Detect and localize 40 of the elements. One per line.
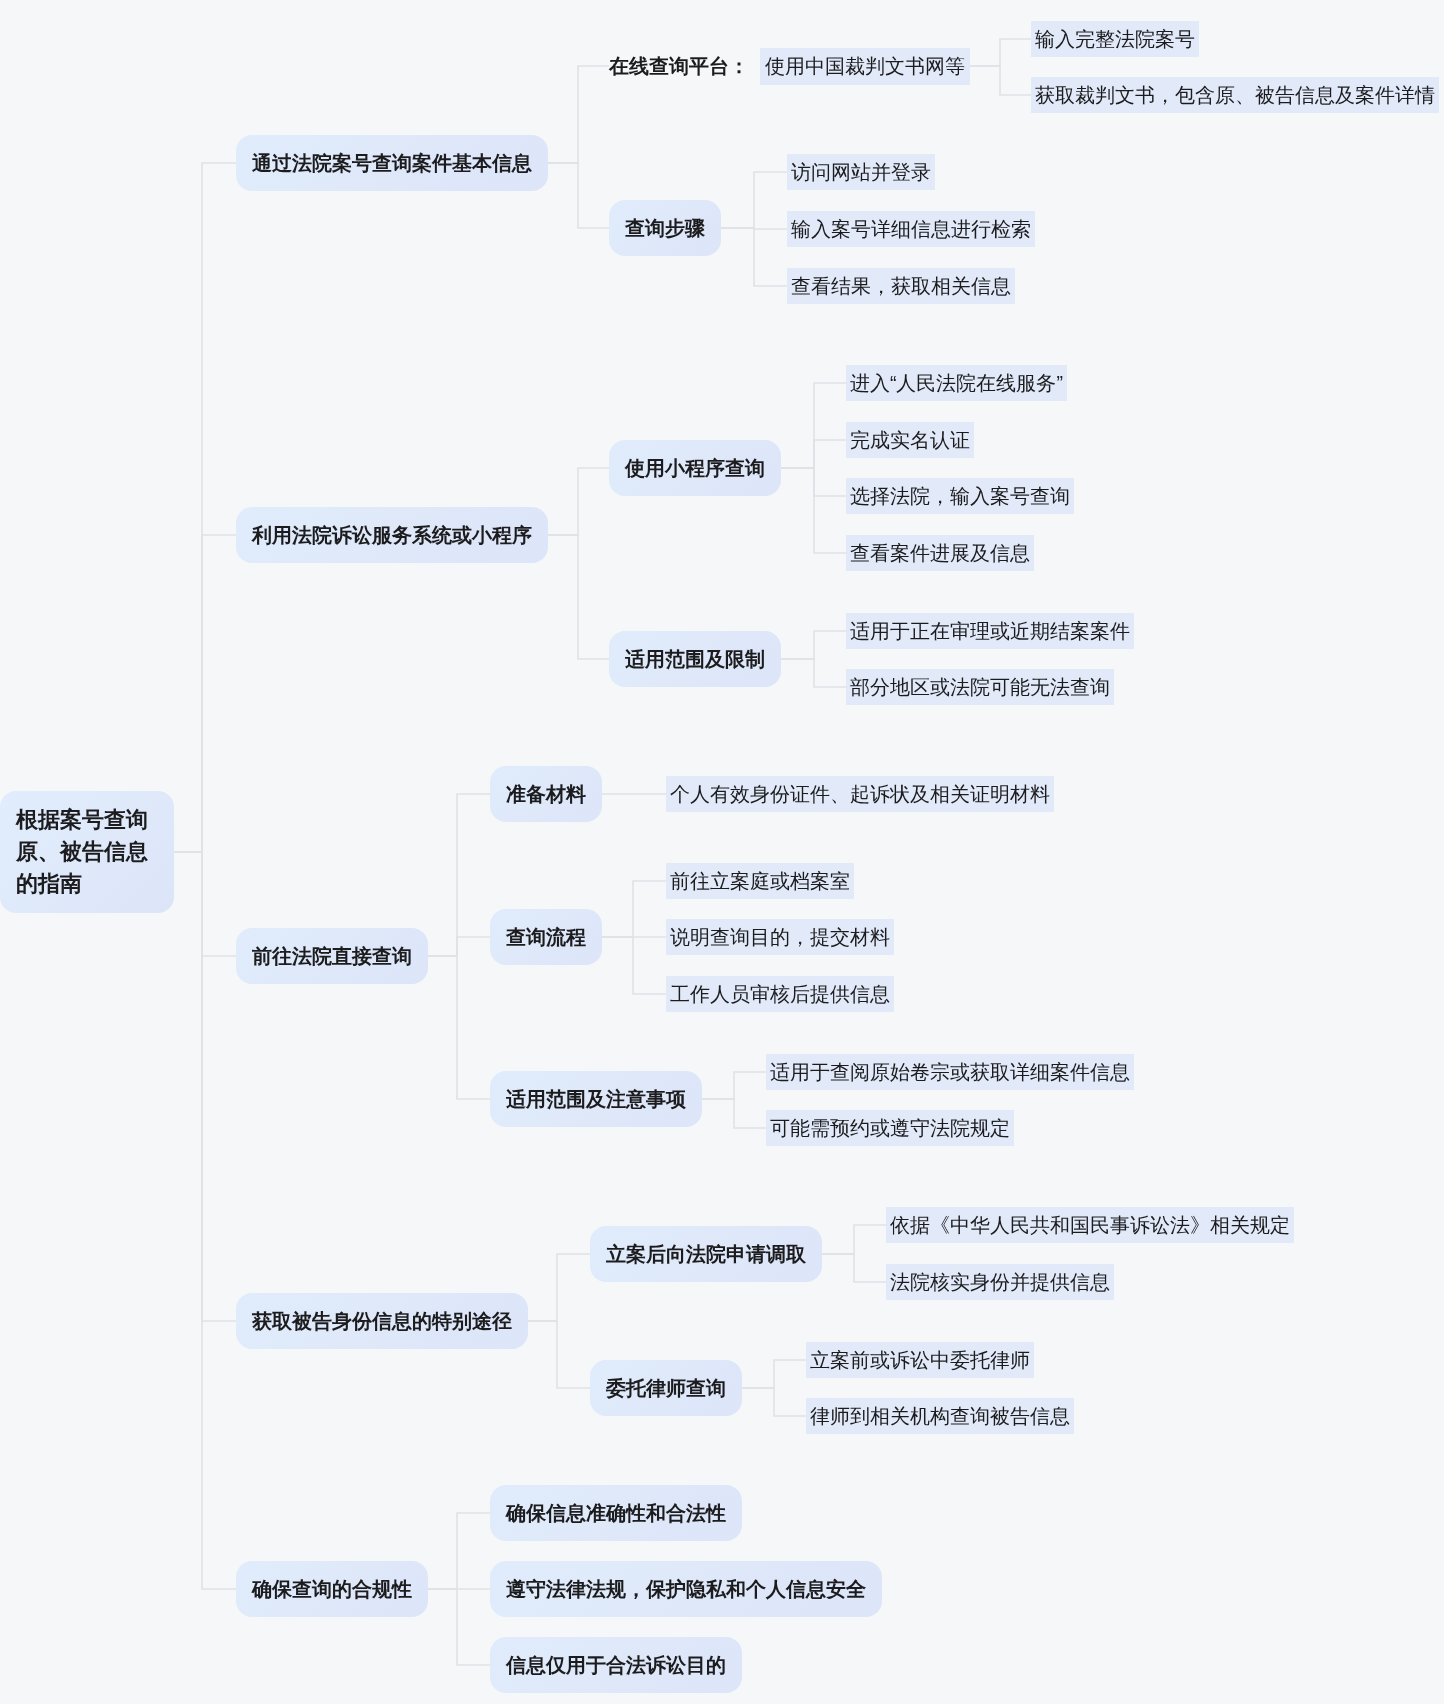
topic-box: 前往法院直接查询 (236, 928, 428, 984)
item-box: 工作人员审核后提供信息 (666, 976, 894, 1012)
topic-box: 立案后向法院申请调取 (590, 1226, 822, 1282)
topic-box: 准备材料 (490, 766, 602, 822)
topic-box: 适用范围及限制 (609, 631, 781, 687)
topic-box: 查询流程 (490, 909, 602, 965)
central-topic-box: 根据案号查询原、被告信息的指南 (0, 791, 174, 913)
item-box: 适用于正在审理或近期结案案件 (846, 613, 1134, 649)
topic-box: 通过法院案号查询案件基本信息 (236, 135, 548, 191)
item-box: 使用中国裁判文书网等 (760, 47, 970, 85)
item-box: 获取裁判文书，包含原、被告信息及案件详情 (1031, 77, 1439, 113)
item-box: 适用于查阅原始卷宗或获取详细案件信息 (766, 1054, 1134, 1090)
topic-box: 确保信息准确性和合法性 (490, 1485, 742, 1541)
topic-box: 利用法院诉讼服务系统或小程序 (236, 507, 548, 563)
topic-box: 获取被告身份信息的特别途径 (236, 1293, 528, 1349)
item-box: 立案前或诉讼中委托律师 (806, 1342, 1034, 1378)
topic-box: 遵守法律法规，保护隐私和个人信息安全 (490, 1561, 882, 1617)
item-box: 访问网站并登录 (787, 154, 935, 190)
item-box: 完成实名认证 (846, 422, 974, 458)
topic-box: 适用范围及注意事项 (490, 1071, 702, 1127)
item-box: 个人有效身份证件、起诉状及相关证明材料 (666, 776, 1054, 812)
item-box: 输入案号详细信息进行检索 (787, 211, 1035, 247)
topic-box: 信息仅用于合法诉讼目的 (490, 1637, 742, 1693)
topic-box: 查询步骤 (609, 200, 721, 256)
item-box: 输入完整法院案号 (1031, 21, 1199, 57)
item-box: 法院核实身份并提供信息 (886, 1264, 1114, 1300)
item-box: 前往立案庭或档案室 (666, 863, 854, 899)
item-box: 选择法院，输入案号查询 (846, 478, 1074, 514)
item-box: 律师到相关机构查询被告信息 (806, 1398, 1074, 1434)
item-box: 说明查询目的，提交材料 (666, 919, 894, 955)
item-box: 进入“人民法院在线服务” (846, 365, 1067, 401)
item-box: 查看案件进展及信息 (846, 535, 1034, 571)
topic-label: 在线查询平台： (609, 54, 749, 79)
item-box: 部分地区或法院可能无法查询 (846, 669, 1114, 705)
topic-box: 确保查询的合规性 (236, 1561, 428, 1617)
item-box: 可能需预约或遵守法院规定 (766, 1110, 1014, 1146)
topic-box: 委托律师查询 (590, 1360, 742, 1416)
item-box: 查看结果，获取相关信息 (787, 268, 1015, 304)
topic-box: 使用小程序查询 (609, 440, 781, 496)
item-box: 依据《中华人民共和国民事诉讼法》相关规定 (886, 1207, 1294, 1243)
